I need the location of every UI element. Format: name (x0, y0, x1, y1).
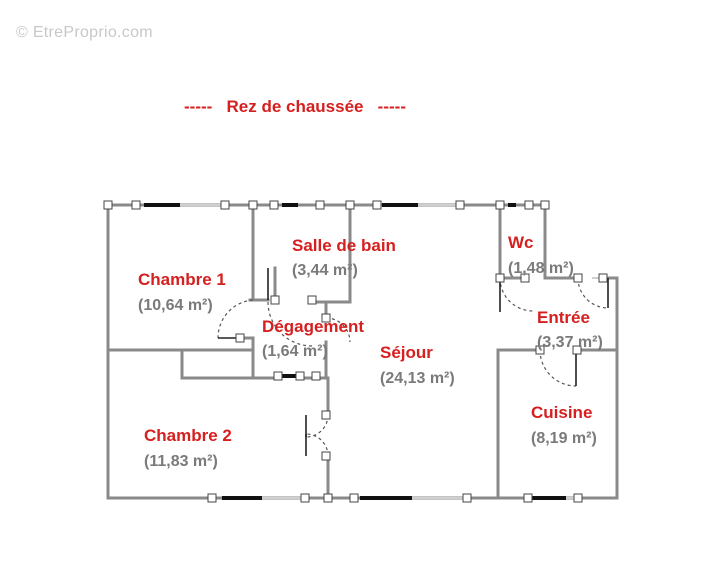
room-area-chambre1: (10,64 m²) (138, 297, 213, 314)
room-name-degagement: Dégagement (262, 317, 365, 336)
room-name-entree: Entrée (537, 308, 590, 327)
room-area-wc: (1,48 m²) (508, 260, 574, 277)
room-area-entree: (3,37 m²) (537, 334, 603, 351)
room-name-chambre1: Chambre 1 (138, 270, 226, 289)
door-swings (217, 277, 609, 457)
watermark: © EtreProprio.com (16, 24, 153, 41)
floor-title: ----- Rez de chaussée ----- (184, 97, 406, 116)
room-area-sejour: (24,13 m²) (380, 370, 455, 387)
wall-joints (103, 200, 608, 503)
room-area-salle-de-bain: (3,44 m²) (292, 262, 358, 279)
room-name-salle-de-bain: Salle de bain (292, 236, 396, 255)
window-glass (180, 204, 603, 499)
room-area-degagement: (1,64 m²) (262, 343, 328, 360)
room-name-chambre2: Chambre 2 (144, 426, 232, 445)
room-area-cuisine: (8,19 m²) (531, 430, 597, 447)
door-leaves (218, 268, 609, 456)
room-area-chambre2: (11,83 m²) (144, 453, 218, 470)
windows (144, 203, 566, 500)
room-name-sejour: Séjour (380, 343, 433, 362)
room-name-wc: Wc (508, 233, 534, 252)
room-name-cuisine: Cuisine (531, 403, 593, 422)
